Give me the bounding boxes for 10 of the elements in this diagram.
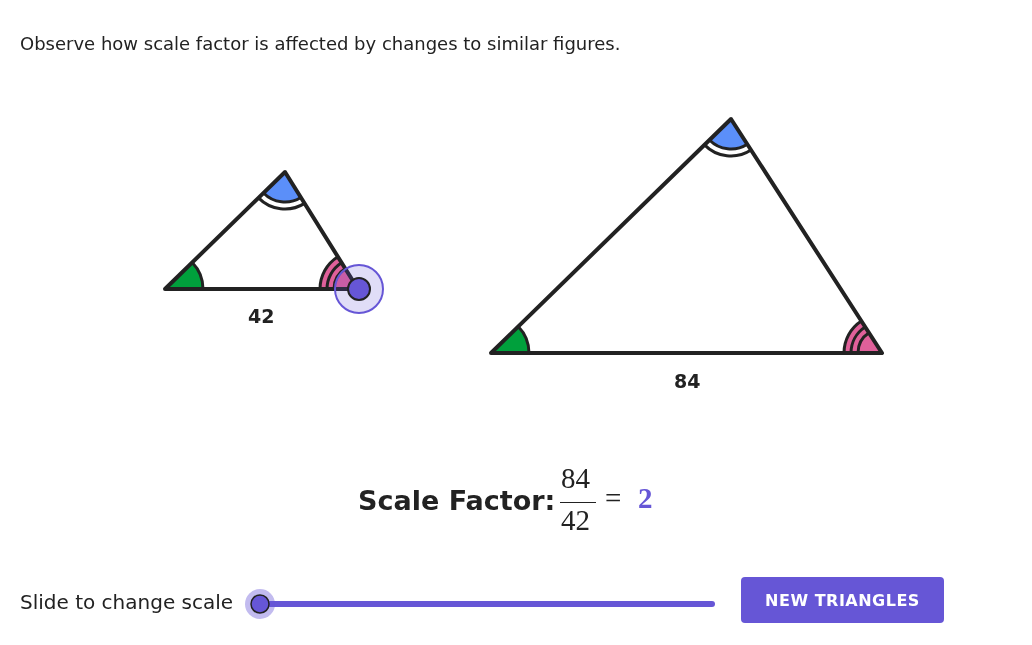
scale-factor-value: 2	[638, 482, 653, 515]
instruction-text: Observe how scale factor is affected by changes to similar figures.	[20, 33, 621, 54]
slider-label: Slide to change scale	[20, 590, 234, 614]
equals-sign: =	[605, 482, 622, 515]
fraction-numerator: 84	[561, 462, 590, 495]
scale-factor-label: Scale Factor:	[358, 485, 556, 516]
new-triangles-button: NEW TRIANGLES	[741, 577, 944, 623]
fraction-denominator: 42	[561, 504, 590, 537]
side-length-label: 42	[248, 305, 275, 327]
side-length-label: 84	[674, 370, 701, 392]
